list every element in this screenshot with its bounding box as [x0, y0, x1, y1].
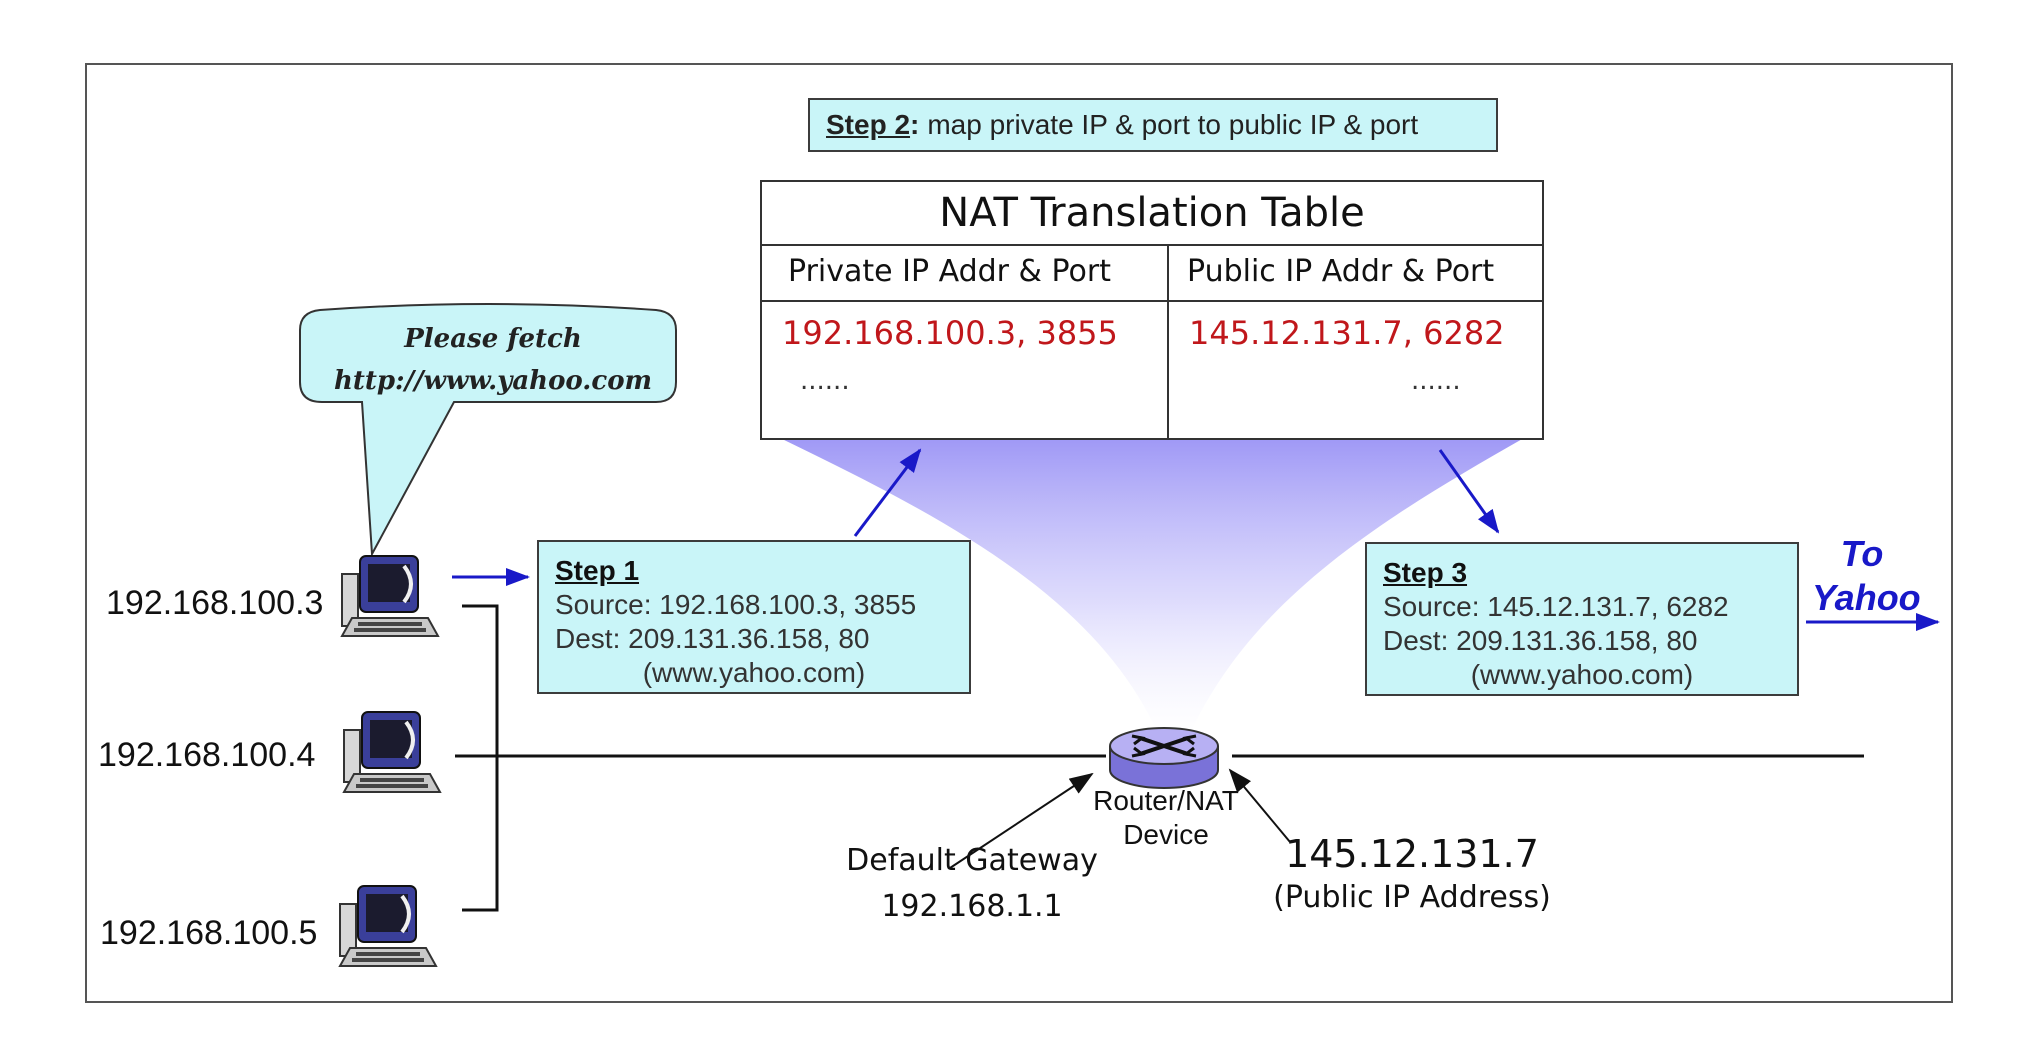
public-ip-caption: (Public IP Address) [1273, 880, 1551, 915]
nat-cell-public-1: 145.12.131.7, 6282 [1189, 314, 1505, 352]
computer-icon-2 [342, 711, 442, 793]
step3-title: Step 3 [1383, 557, 1468, 588]
step2-label: Step 2 [826, 109, 911, 140]
public-ip-label: 145.12.131.7 (Public IP Address) [1242, 828, 1582, 915]
step1-dest: Dest: 209.131.36.158, 80 [555, 623, 870, 654]
computer-icon-1 [340, 555, 440, 637]
router-icon [1109, 727, 1219, 789]
nat-cell-private-1: 192.168.100.3, 3855 [782, 314, 1118, 352]
step1-box: Step 1 Source: 192.168.100.3, 3855 Dest:… [537, 540, 971, 694]
public-ip-value: 145.12.131.7 [1285, 832, 1539, 876]
lan-bracket [462, 604, 499, 912]
host-ip-3: 192.168.100.5 [100, 914, 318, 952]
gateway-title: Default Gateway [846, 843, 1098, 878]
nat-column-public: Public IP Addr & Port 145.12.131.7, 6282… [1169, 244, 1544, 440]
arrow-public-ip-to-router [1228, 768, 1291, 843]
to-yahoo-line-2: Yahoo [1812, 577, 1921, 618]
arrow-table-to-step3 [1438, 449, 1500, 534]
nat-cell-private-2: ...... [800, 366, 850, 396]
host-ip-1: 192.168.100.3 [106, 584, 324, 622]
step1-host: (www.yahoo.com) [642, 657, 866, 688]
router-label-line-1: Router/NAT [1093, 785, 1239, 816]
to-yahoo-line-1: To [1840, 533, 1884, 574]
arrow-step1-to-table [853, 448, 922, 537]
nat-column-private: Private IP Addr & Port 192.168.100.3, 38… [762, 244, 1169, 440]
diagram-frame [85, 63, 1953, 1003]
step3-source: Source: 145.12.131.7, 6282 [1383, 591, 1729, 622]
step2-colon: : [910, 109, 920, 140]
translation-cone [780, 438, 1524, 738]
nat-table-title: NAT Translation Table [762, 182, 1542, 246]
step3-box: Step 3 Source: 145.12.131.7, 6282 Dest: … [1365, 542, 1799, 696]
step1-source: Source: 192.168.100.3, 3855 [555, 589, 917, 620]
step3-host: (www.yahoo.com) [1470, 659, 1694, 690]
default-gateway-label: Default Gateway 192.168.1.1 [832, 838, 1112, 930]
router-label: Router/NAT Device [1076, 784, 1256, 852]
host-ip-2: 192.168.100.4 [98, 736, 316, 774]
bubble-line-2: http://www.yahoo.com [333, 366, 653, 396]
bubble-line-1: Please fetch [404, 324, 582, 354]
to-yahoo-label: To Yahoo [1812, 532, 1921, 620]
nat-cell-public-2: ...... [1411, 366, 1461, 396]
speech-bubble [299, 303, 677, 558]
nat-header-private: Private IP Addr & Port [762, 244, 1167, 302]
router-label-line-2: Device [1123, 819, 1209, 850]
nat-header-public: Public IP Addr & Port [1169, 244, 1544, 302]
speech-bubble-text: Please fetch http://www.yahoo.com [312, 318, 674, 402]
arrow-gateway-to-router [949, 772, 1094, 869]
nat-translation-table: NAT Translation Table Private IP Addr & … [760, 180, 1544, 440]
step1-title: Step 1 [555, 555, 640, 586]
gateway-ip: 192.168.1.1 [881, 889, 1063, 924]
step2-text: map private IP & port to public IP & por… [927, 109, 1419, 140]
computer-icon-3 [338, 885, 438, 967]
step2-box: Step 2: map private IP & port to public … [808, 98, 1498, 152]
step3-dest: Dest: 209.131.36.158, 80 [1383, 625, 1698, 656]
